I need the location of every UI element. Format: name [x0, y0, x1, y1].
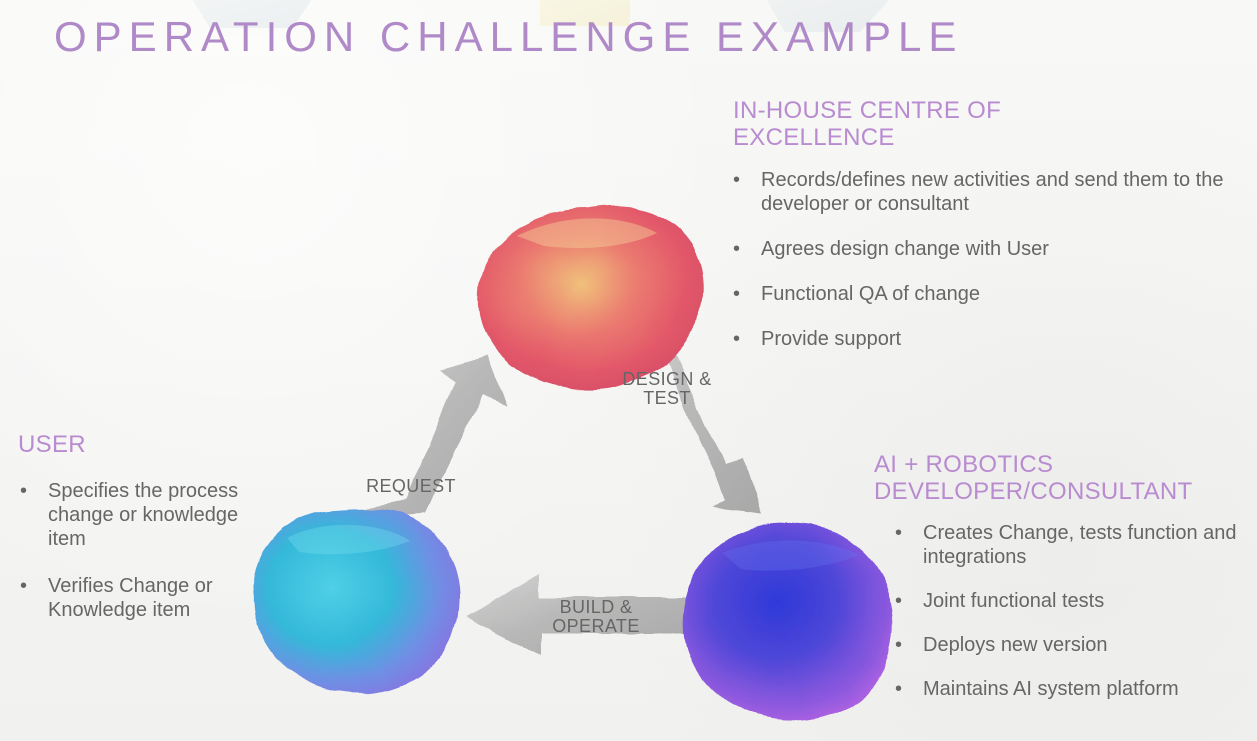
coe-item: Provide support	[731, 327, 1231, 351]
coe-bullet-list: Records/defines new activities and send …	[731, 168, 1231, 372]
coe-circle	[478, 206, 704, 390]
developer-bullet-list: Creates Change, tests function and integ…	[893, 521, 1253, 721]
page-title: OPERATION CHALLENGE EXAMPLE	[54, 13, 964, 60]
coe-item: Agrees design change with User	[731, 237, 1231, 261]
developer-circle	[682, 522, 894, 721]
design-test-label: DESIGN & TEST	[622, 369, 712, 408]
developer-item: Joint functional tests	[893, 589, 1253, 613]
user-bullet-list: Specifies the process change or knowledg…	[18, 479, 278, 645]
coe-item: Records/defines new activities and send …	[731, 168, 1231, 216]
request-arrow	[349, 356, 507, 525]
user-circle	[252, 508, 459, 695]
user-item: Verifies Change or Knowledge item	[18, 574, 278, 622]
coe-title: IN-HOUSE CENTRE OF EXCELLENCE	[733, 97, 1002, 151]
developer-item: Deploys new version	[893, 633, 1253, 657]
user-title: USER	[18, 431, 86, 458]
developer-item: Creates Change, tests function and integ…	[893, 521, 1253, 569]
user-item: Specifies the process change or knowledg…	[18, 479, 278, 551]
coe-item: Functional QA of change	[731, 282, 1231, 306]
developer-title: AI + ROBOTICS DEVELOPER/CONSULTANT	[874, 451, 1193, 505]
request-label: REQUEST	[366, 476, 456, 496]
developer-item: Maintains AI system platform	[893, 677, 1253, 701]
build-operate-label: BUILD & OPERATE	[552, 597, 640, 636]
